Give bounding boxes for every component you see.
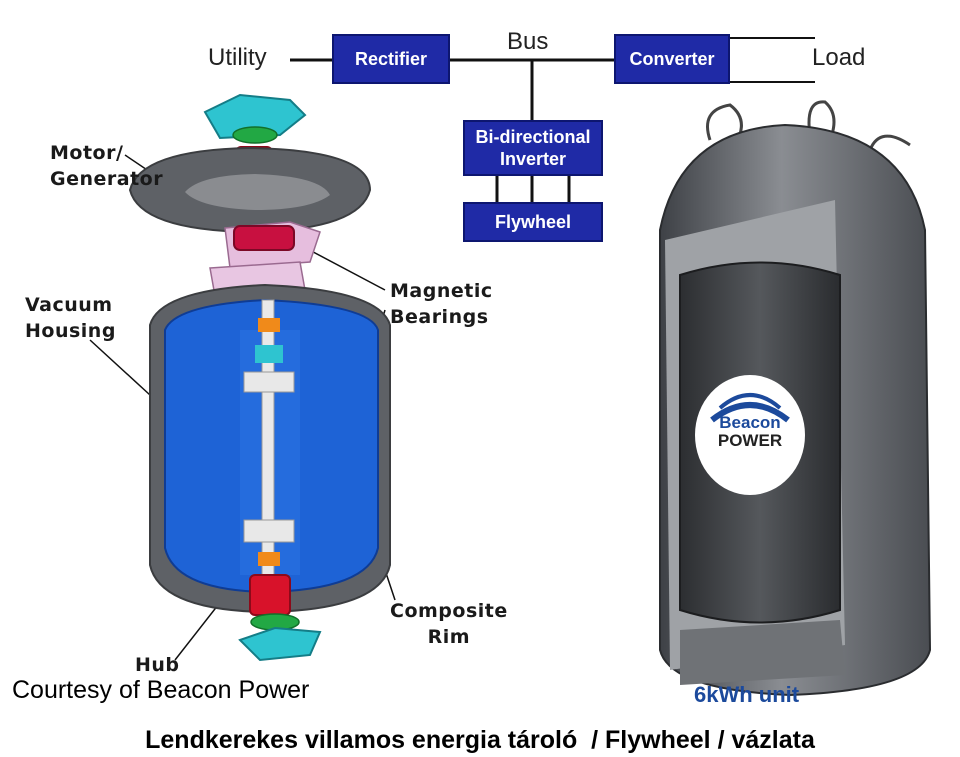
beacon-power-logo: Beacon POWER bbox=[706, 414, 794, 450]
courtesy-credit: Courtesy of Beacon Power bbox=[12, 676, 310, 704]
figure-caption: Lendkerekes villamos energia tároló / Fl… bbox=[145, 726, 815, 754]
load-label: Load bbox=[812, 44, 866, 71]
magnetic-bearings-label: Magnetic Bearings bbox=[390, 278, 493, 330]
beacon-unit-illustration bbox=[659, 100, 932, 697]
hub-label: Hub bbox=[135, 654, 180, 676]
top-cover-inner bbox=[185, 174, 330, 210]
upper-cyan-bearing bbox=[255, 345, 283, 363]
top-bearing-cap bbox=[203, 93, 307, 140]
vacuum-housing-line1: Vacuum bbox=[25, 294, 113, 316]
bi-directional-inverter-block: Bi-directional Inverter bbox=[463, 120, 603, 176]
logo-line2: POWER bbox=[717, 431, 783, 450]
unit-capacity-caption: 6kWh unit bbox=[694, 682, 800, 707]
top-green-ring bbox=[232, 126, 278, 144]
magnetic-bearings-line2: Bearings bbox=[390, 306, 489, 328]
utility-label: Utility bbox=[208, 44, 267, 71]
inverter-line2: Inverter bbox=[499, 149, 567, 169]
motor-generator-line2: Generator bbox=[50, 168, 164, 190]
upper-hub-collar bbox=[243, 371, 295, 393]
lower-hub-collar bbox=[243, 519, 295, 543]
inverter-line1: Bi-directional bbox=[475, 127, 591, 147]
upper-orange-bearing bbox=[258, 318, 280, 332]
rectifier-block: Rectifier bbox=[332, 34, 450, 84]
flywheel-block: Flywheel bbox=[463, 202, 603, 242]
motor-generator-label: Motor/ Generator bbox=[50, 140, 163, 192]
bus-label: Bus bbox=[507, 28, 549, 55]
composite-rim-line2: Rim bbox=[427, 626, 471, 648]
motor-generator-rotor bbox=[233, 225, 295, 251]
vacuum-housing-label: Vacuum Housing bbox=[25, 292, 116, 344]
composite-rim-line1: Composite bbox=[390, 600, 508, 622]
composite-rim-label: Composite Rim bbox=[390, 598, 508, 650]
lower-orange-bearing bbox=[258, 552, 280, 566]
magnetic-bearings-line1: Magnetic bbox=[390, 280, 493, 302]
bottom-red-motor bbox=[249, 574, 291, 616]
logo-line1: Beacon bbox=[719, 413, 781, 432]
motor-generator-line1: Motor/ bbox=[50, 142, 124, 164]
converter-block: Converter bbox=[614, 34, 730, 84]
bottom-bearing-cap bbox=[238, 626, 322, 662]
vacuum-housing-line2: Housing bbox=[25, 320, 116, 342]
